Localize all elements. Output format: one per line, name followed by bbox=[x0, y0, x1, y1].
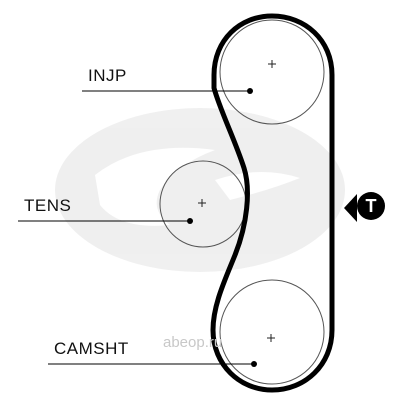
tens-leader-dot bbox=[187, 218, 193, 224]
center-marks bbox=[198, 60, 276, 342]
injp-pulley bbox=[219, 19, 325, 125]
timing-belt bbox=[210, 13, 335, 393]
tensioner-arrow-icon bbox=[344, 194, 357, 222]
camsht-leader-dot bbox=[251, 361, 257, 367]
camsht-label: CAMSHT bbox=[54, 339, 129, 358]
injp-label: INJP bbox=[88, 66, 127, 85]
watermark-swoosh bbox=[95, 147, 215, 226]
injp-leader-dot bbox=[247, 88, 253, 94]
gates-logo-watermark bbox=[55, 108, 345, 272]
tens-label: TENS bbox=[24, 196, 72, 215]
tensioner-badge: T bbox=[357, 192, 385, 220]
watermark-stroke bbox=[215, 171, 300, 200]
camsht-pulley bbox=[219, 279, 325, 385]
watermark-site-text: abeop.ru bbox=[163, 334, 223, 351]
watermark-ellipse bbox=[55, 108, 345, 272]
